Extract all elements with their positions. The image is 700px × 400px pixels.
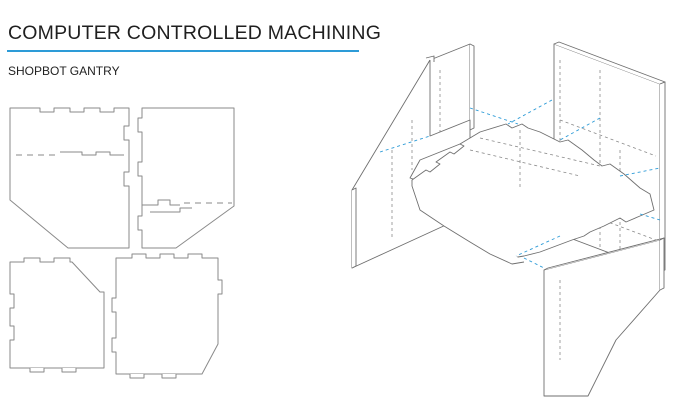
iso-deck <box>411 123 655 265</box>
alignment-lines <box>379 99 661 269</box>
title-rule <box>7 50 359 52</box>
page-title: COMPUTER CONTROLLED MACHINING <box>8 22 382 44</box>
part-top-left <box>9 107 130 249</box>
part-top-right <box>137 107 235 249</box>
part-bottom-left <box>9 257 105 373</box>
iso-front-right-panel <box>543 237 665 397</box>
flat-parts <box>9 107 235 379</box>
page-subtitle: SHOPBOT GANTRY <box>8 64 120 78</box>
part-bottom-right <box>111 253 223 379</box>
isometric-assembly <box>351 41 666 397</box>
